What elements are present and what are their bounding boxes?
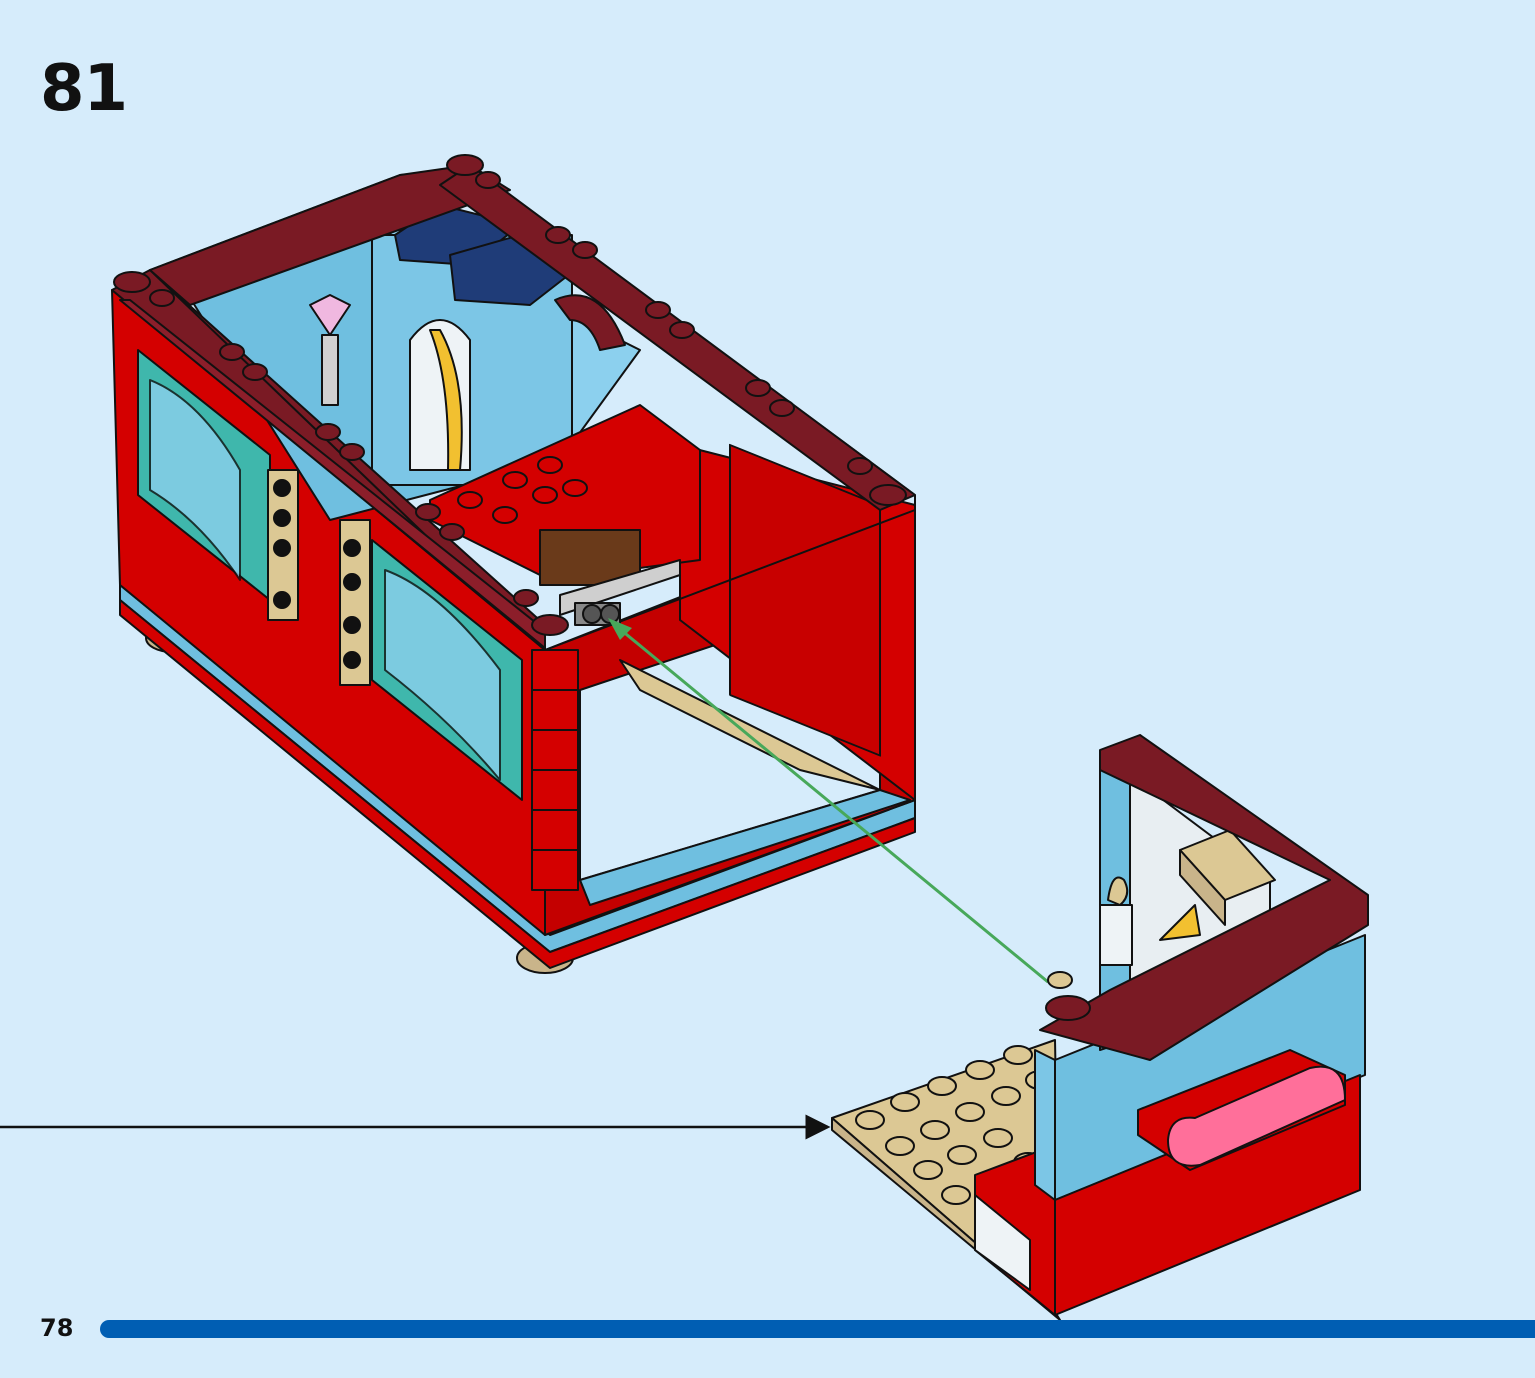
assembly-arrow [614,623,1049,984]
main-cabinet-model [111,154,916,974]
corner-subassembly-model [831,734,1369,1321]
progress-bar [100,1320,1535,1338]
step-number: 81 [40,52,128,126]
page-number: 78 [40,1314,74,1342]
progress-bar-fill [100,1320,1535,1338]
assembly-arrowhead [608,618,632,640]
